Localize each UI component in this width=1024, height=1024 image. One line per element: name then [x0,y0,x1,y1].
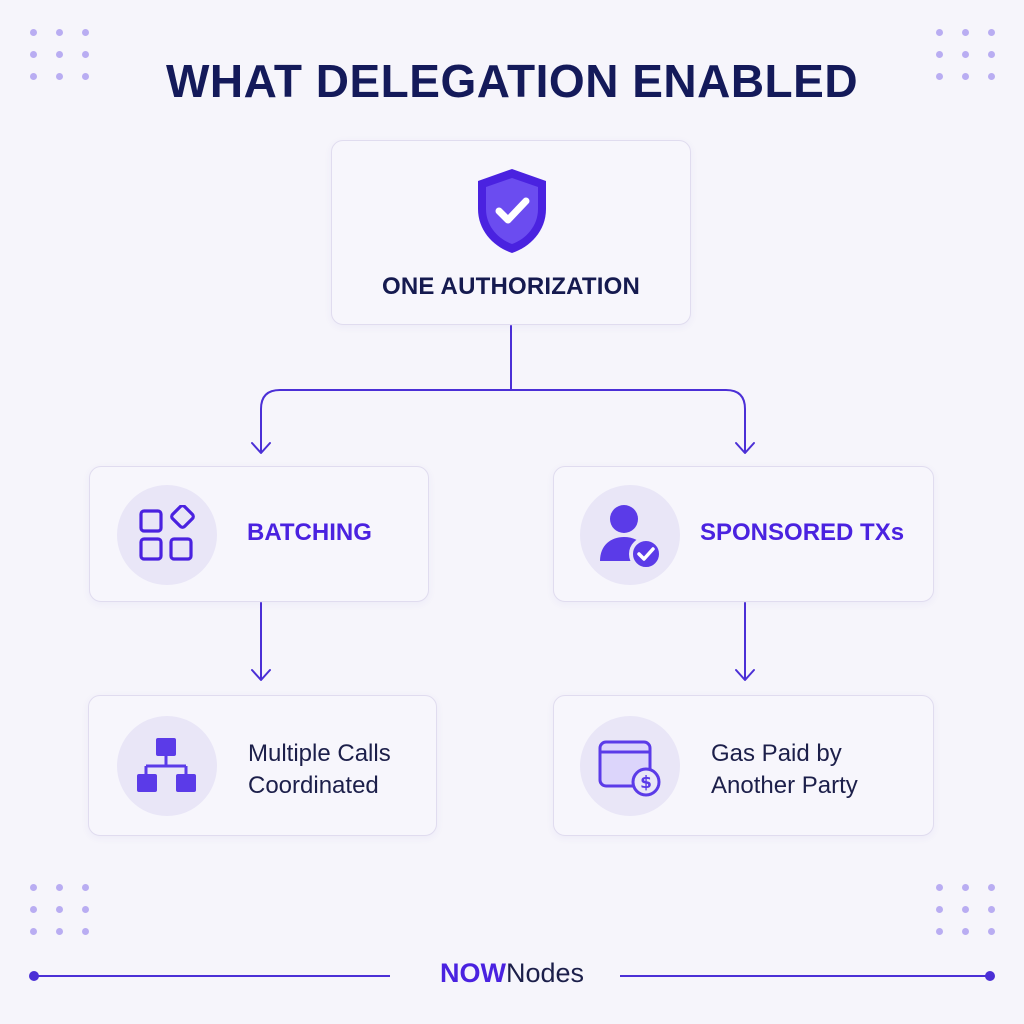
root-card-one-authorization: ONE AUTHORIZATION [331,140,691,325]
branch-label-batching: BATCHING [247,519,372,546]
branch-label-sponsored-txs: SPONSORED TXs [700,519,905,546]
icon-circle [117,716,217,816]
brand-logo-regular: Nodes [505,958,585,988]
icon-circle: $ [580,716,680,816]
decorative-dots-top-right [936,29,997,80]
outcome-label-line2: Another Party [711,772,858,799]
outcome-card-multiple-calls: Multiple Calls Coordinated [88,695,437,836]
outcome-card-gas-paid: $ Gas Paid by Another Party [553,695,934,836]
footer-dot-right [985,971,995,981]
icon-circle [580,485,680,585]
decorative-dots-bottom-right [936,884,997,935]
footer-divider-right [620,975,990,977]
svg-text:$: $ [640,773,652,793]
root-label: ONE AUTHORIZATION [381,273,641,300]
arrowhead-sponsored [735,669,755,681]
branch-card-batching: BATCHING [89,466,429,602]
outcome-label-line1: Multiple Calls [248,740,391,767]
footer-dot-left [29,971,39,981]
branch-card-sponsored-txs: SPONSORED TXs [553,466,934,602]
arrowhead-batching [251,669,271,681]
app-grid-icon [139,505,195,561]
brand-logo: NOWNodes [0,958,1024,989]
connector-root-right [510,389,746,453]
outcome-label-multiple-calls: Multiple Calls Coordinated [248,738,391,802]
arrowhead-left [251,442,271,454]
decorative-dots-top-left [30,29,91,80]
decorative-dots-bottom-left [30,884,91,935]
footer-divider-left [34,975,390,977]
wallet-dollar-icon: $ [598,740,661,797]
outcome-label-line2: Coordinated [248,772,379,799]
brand-logo-bold: NOW [439,958,506,988]
user-check-icon [600,505,663,571]
shield-check-icon [478,169,546,253]
outcome-label-line1: Gas Paid by [711,740,842,767]
connector-root-left [260,389,512,453]
arrowhead-right [735,442,755,454]
outcome-label-gas-paid: Gas Paid by Another Party [711,738,858,802]
hierarchy-icon [137,738,196,792]
icon-circle [117,485,217,585]
page-title: WHAT DELEGATION ENABLED [165,55,859,107]
